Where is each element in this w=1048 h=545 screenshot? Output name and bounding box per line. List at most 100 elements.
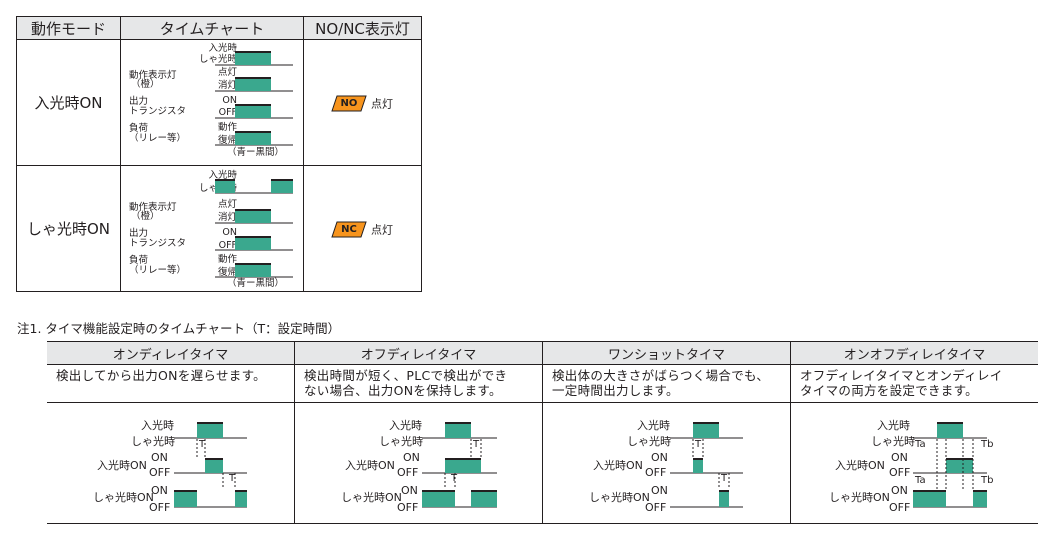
label-mode1: 入光時ON [835,459,885,472]
timer-note: 注1. タイマ機能設定時のタイムチャート（T：設定時間） [17,321,341,336]
label-on: ON [651,484,668,497]
label-light-off: しゃ光時 [198,54,237,65]
label-light-off: しゃ光時 [871,435,915,448]
label-off: OFF [397,466,419,479]
diagram-one-shot: 入光時 しゃ光時 ON 入光時ON OFF ON しゃ光時ON OFF T T [542,402,791,524]
label-tb: Tb [981,475,994,486]
label-off: OFF [149,501,171,514]
label-ta: Ta [915,475,926,486]
label-mode1: 入光時ON [97,459,147,472]
label-on: ON [151,484,168,497]
label-indicator: 動作表示灯 [129,202,177,213]
label-light-off: しゃ光時 [627,435,671,448]
pulse-light [235,52,271,65]
header-on-off-delay: オンオフディレイタイマ [790,341,1038,365]
label-mode2: しゃ光時ON [589,491,650,504]
label-t: T [473,439,480,450]
label-mode1: 入光時ON [345,459,395,472]
no-badge-shape [331,95,367,112]
label-light-off: しゃ光時 [379,435,423,448]
label-on: ON [891,451,908,464]
label-ind-on: 点灯 [217,67,237,78]
label-mode2: しゃ光時ON [829,491,890,504]
label-transistor: トランジスタ [129,106,187,117]
timechart-light-on: 入光時 しゃ光時 動作表示灯 （橙） 点灯 消灯 出力 トランジスタ ON OF… [120,39,304,166]
on-off-delay-chart [913,422,987,508]
label-output: 出力 [129,96,149,107]
label-on: ON [403,451,420,464]
pulse-output [235,237,271,250]
label-tb: Tb [981,439,994,450]
label-off: OFF [889,466,911,479]
label-wire-note: （青ー黒間） [227,278,285,289]
label-load-off: 復帰 [217,135,237,146]
label-wire-note: （青ー黒間） [227,147,285,158]
header-mode: 動作モード [16,16,121,40]
label-indicator-color: （橙） [131,211,160,222]
on-delay-chart [174,422,247,508]
diagram-on-off-delay: 入光時 しゃ光時 ON 入光時ON OFF ON しゃ光時ON OFF Ta T… [790,402,1038,524]
label-ind-off: 消灯 [217,80,237,91]
label-t: T [695,439,702,450]
label-t: T [721,473,728,484]
label-load: 負荷 [129,123,149,134]
label-indicator-color: （橙） [131,79,160,90]
label-out-on: ON [222,95,237,106]
pulse-load [235,132,271,145]
label-light-on: 入光時 [877,419,910,432]
nc-badge: NC [341,224,357,235]
label-off: OFF [645,466,667,479]
diagram-off-delay: 入光時 しゃ光時 ON 入光時ON OFF ON しゃ光時ON OFF T T [294,402,543,524]
label-indicator: 動作表示灯 [129,70,177,81]
label-load-on: 動作 [217,254,237,265]
label-off: OFF [889,501,911,514]
pulse-load [235,264,271,277]
pulse-indicator [235,210,271,223]
pulse-output [235,105,271,118]
label-on: ON [891,484,908,497]
off-delay-chart [422,422,497,508]
label-light-on: 入光時 [208,170,237,181]
operation-mode-table: 動作モード タイムチャート NO/NC表示灯 入光時 ON 入光時 しゃ光時 動作… [16,16,422,292]
label-light-off: しゃ光時 [131,435,175,448]
desc-on-delay: 検出してから出力ONを遅らせます。 [47,364,295,403]
desc-off-delay: 検出時間が短く、PLCで検出ができない場合、出力ONを保持します。 [294,364,543,403]
pulse-light-a [215,180,235,193]
label-load: 負荷 [129,255,149,266]
label-load-off: 復帰 [217,267,237,278]
label-on: ON [651,451,668,464]
label-transistor: トランジスタ [129,238,187,249]
label-t: T [229,473,236,484]
no-badge: NO [340,98,358,109]
header-timechart: タイムチャート [120,16,304,40]
label-ind-on: 点灯 [217,199,237,210]
nc-badge-shape [331,221,367,238]
label-ta: Ta [915,439,926,450]
header-on-delay: オンディレイタイマ [47,341,295,365]
label-mode2: しゃ光時ON [93,491,154,504]
nc-indicator-text: 点灯 [371,223,394,237]
label-relay: （リレー等） [129,133,187,144]
label-light-on: 入光時 [141,419,174,432]
timer-function-table: オンディレイタイマ オフディレイタイマ ワンショットタイマ オンオフディレイタイ… [47,341,1038,524]
label-light-on: 入光時 [208,43,237,54]
no-indicator-text: 点灯 [371,97,394,111]
label-out-off: OFF [218,107,237,118]
label-out-off: OFF [218,240,237,251]
one-shot-chart [670,422,743,508]
mode-dark-on: しゃ光時ON [16,165,121,292]
pulse-indicator [235,78,271,91]
label-out-on: ON [222,227,237,238]
label-t: T [451,473,458,484]
indicator-cell-no: NO 点灯 [303,39,422,166]
label-t: T [199,439,206,450]
desc-one-shot: 検出体の大きさがばらつく場合でも、一定時間出力します。 [542,364,791,403]
timechart-svg [215,51,293,146]
desc-on-off-delay: オフディレイタイマとオンディレイタイマの両方を設定できます。 [790,364,1038,403]
header-indicator: NO/NC表示灯 [303,16,422,40]
header-one-shot: ワンショットタイマ [542,341,791,365]
indicator-cell-nc: NC 点灯 [303,165,422,292]
label-ind-off: 消灯 [217,212,237,223]
label-light-on: 入光時 [389,419,422,432]
label-mode1: 入光時ON [593,459,643,472]
